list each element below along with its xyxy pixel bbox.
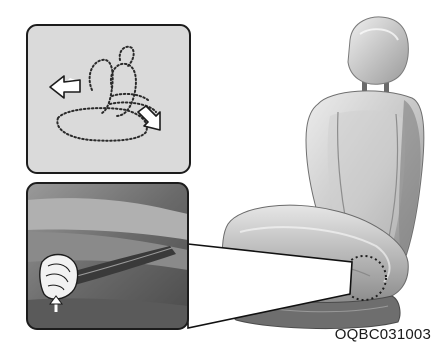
lever-closeup-panel <box>27 183 188 329</box>
headrest <box>348 17 408 84</box>
figure-code: OQBC031003 <box>335 327 431 342</box>
diagram-panel <box>27 25 190 173</box>
